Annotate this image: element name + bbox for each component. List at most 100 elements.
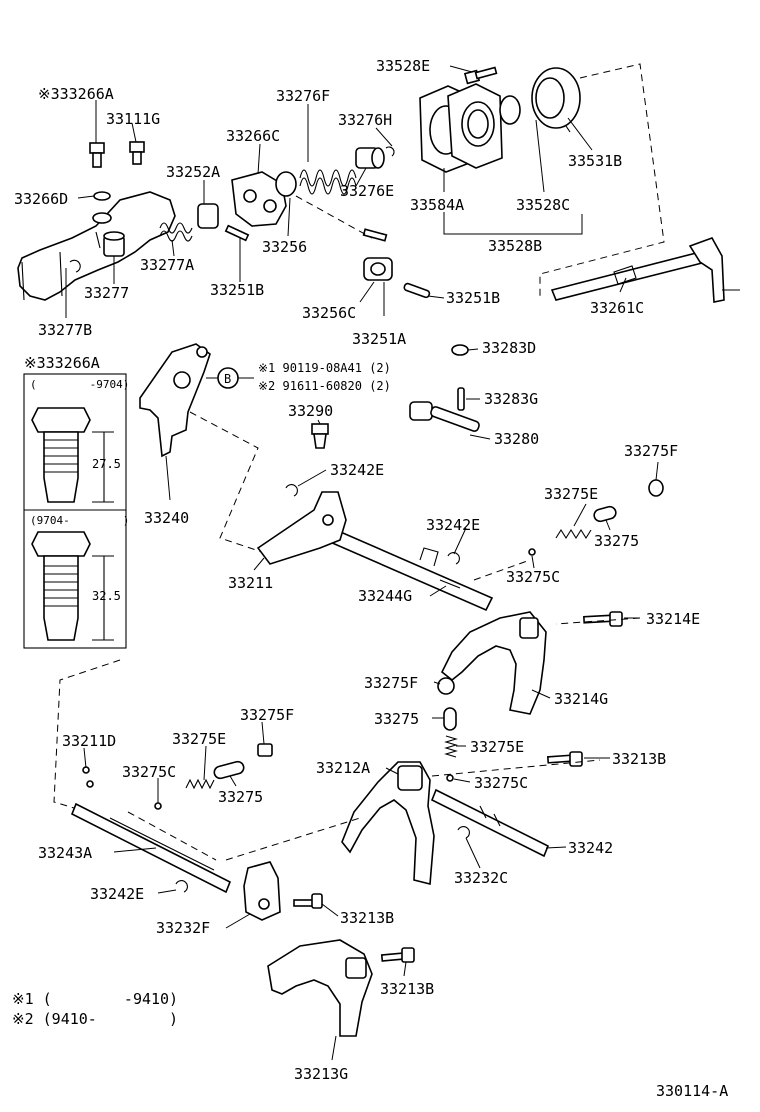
shaft-33261c — [550, 237, 740, 303]
bolt-reference-notes: B ※1 90119-08A41 (2) ※2 91611-60820 (2) — [224, 361, 391, 393]
spring-33275e-center — [444, 735, 458, 758]
bolt-circle-letter: B — [224, 372, 231, 386]
lever-33256c — [363, 257, 393, 281]
spring-33277a — [159, 222, 193, 242]
footnote-1: ※1 ( -9410) — [12, 990, 178, 1008]
part-label: 33256C — [302, 304, 356, 322]
part-label: 33213B — [612, 750, 666, 768]
part-label: 33211D — [62, 732, 116, 750]
part-label: 33232F — [156, 919, 210, 937]
cover-33531b — [531, 67, 581, 133]
bolt-333266a — [89, 142, 105, 168]
part-label: 33213B — [340, 909, 394, 927]
bushing-33277 — [103, 231, 125, 257]
plug-33111g — [129, 141, 145, 165]
part-label: 33275C — [506, 568, 560, 586]
lever-33240 — [139, 343, 211, 458]
ball-33211d-b — [86, 780, 94, 788]
plug-33283d — [451, 344, 469, 356]
pin-33275-center — [443, 707, 457, 731]
part-label: 33252A — [166, 163, 220, 181]
part-label: 33528C — [516, 196, 570, 214]
part-label: 33276F — [276, 87, 330, 105]
part-label: 33214G — [554, 690, 608, 708]
part-label: 33275 — [374, 710, 419, 728]
part-label: 33275E — [172, 730, 226, 748]
bolt-33213b-lower — [380, 947, 415, 963]
bolt-33528e — [463, 66, 498, 85]
bolt-inset-box — [23, 373, 127, 649]
part-label: 33275C — [474, 774, 528, 792]
part-label: 33290 — [288, 402, 333, 420]
ball-33275c-right — [528, 548, 536, 556]
snap-ring-33242e-c — [175, 880, 188, 893]
shift-head-33211 — [256, 491, 347, 565]
part-label: 33251B — [210, 281, 264, 299]
part-label: 33275 — [218, 788, 263, 806]
part-labels: ※333266A 33111G 33266D 33277 33277B 3325… — [14, 57, 700, 1083]
part-label: 33214E — [646, 610, 700, 628]
snap-ring-33242e-b — [447, 552, 460, 565]
part-label: 33276E — [340, 182, 394, 200]
bearing-33256 — [275, 171, 297, 197]
part-label: 33277 — [84, 284, 129, 302]
part-label: 33283G — [484, 390, 538, 408]
inset-title: ※333266A — [24, 354, 100, 372]
part-label: 33275C — [122, 763, 176, 781]
part-label: 33275F — [364, 674, 418, 692]
part-label: 33240 — [144, 509, 189, 527]
plug-33275f-left — [257, 743, 273, 757]
part-label: 33211 — [228, 574, 273, 592]
part-label: 33251B — [446, 289, 500, 307]
ball-33275c-mid — [446, 774, 454, 782]
part-label: 33251A — [352, 330, 406, 348]
pin-33251a — [403, 282, 431, 299]
oil-seal-33528c — [499, 95, 521, 125]
part-label: 33528B — [488, 237, 542, 255]
part-label: 33283D — [482, 339, 536, 357]
part-label: 33232C — [454, 869, 508, 887]
collar-33252a — [197, 203, 219, 229]
inset-lower-range: (9704- ) — [30, 514, 129, 527]
spring-33275e-right — [555, 528, 592, 540]
part-label: 33277B — [38, 321, 92, 339]
part-label: 33275E — [544, 485, 598, 503]
sensor-33280 — [409, 401, 480, 432]
snap-ring-33242e-a — [285, 484, 298, 497]
pin-33251b-upper — [224, 224, 250, 242]
bolt-inset-text: ※333266A ( -9704) 27.5 (9704- ) 32.5 — [24, 354, 129, 603]
snap-ring-33276h — [385, 146, 395, 157]
ball-33275c-left — [154, 802, 162, 810]
part-label: 33275E — [470, 738, 524, 756]
part-label: 33242E — [90, 885, 144, 903]
bolt-33214e — [583, 611, 623, 627]
part-label: 33276H — [338, 111, 392, 129]
part-label: 33242E — [426, 516, 480, 534]
leader-lines — [65, 65, 659, 1061]
part-label: 33243A — [38, 844, 92, 862]
spring-33275e-left — [185, 778, 215, 790]
spring-33276f — [299, 169, 357, 195]
plug-33275f-right — [648, 479, 664, 497]
seat-33276e — [355, 147, 385, 169]
inset-upper-dim: 27.5 — [92, 457, 121, 471]
part-label: 33584A — [410, 196, 464, 214]
part-label: 33266C — [226, 127, 280, 145]
pin-33275-left — [213, 760, 245, 780]
head-33232f — [243, 861, 281, 921]
part-label: 33528E — [376, 57, 430, 75]
part-label: 33256 — [262, 238, 307, 256]
fork-33213g — [267, 939, 373, 1037]
part-label: 33111G — [106, 110, 160, 128]
circle-b-marker — [206, 367, 254, 389]
part-label: 33242 — [568, 839, 613, 857]
plug-33290 — [311, 423, 329, 449]
shift-housing — [17, 191, 176, 301]
part-label: 33275F — [240, 706, 294, 724]
bolt-33213b-mid — [293, 893, 323, 909]
part-label: 33277A — [140, 256, 194, 274]
footnote-2: ※2 (9410- ) — [12, 1010, 178, 1028]
part-label: 33244G — [358, 587, 412, 605]
snap-ring-33277b — [69, 259, 81, 273]
